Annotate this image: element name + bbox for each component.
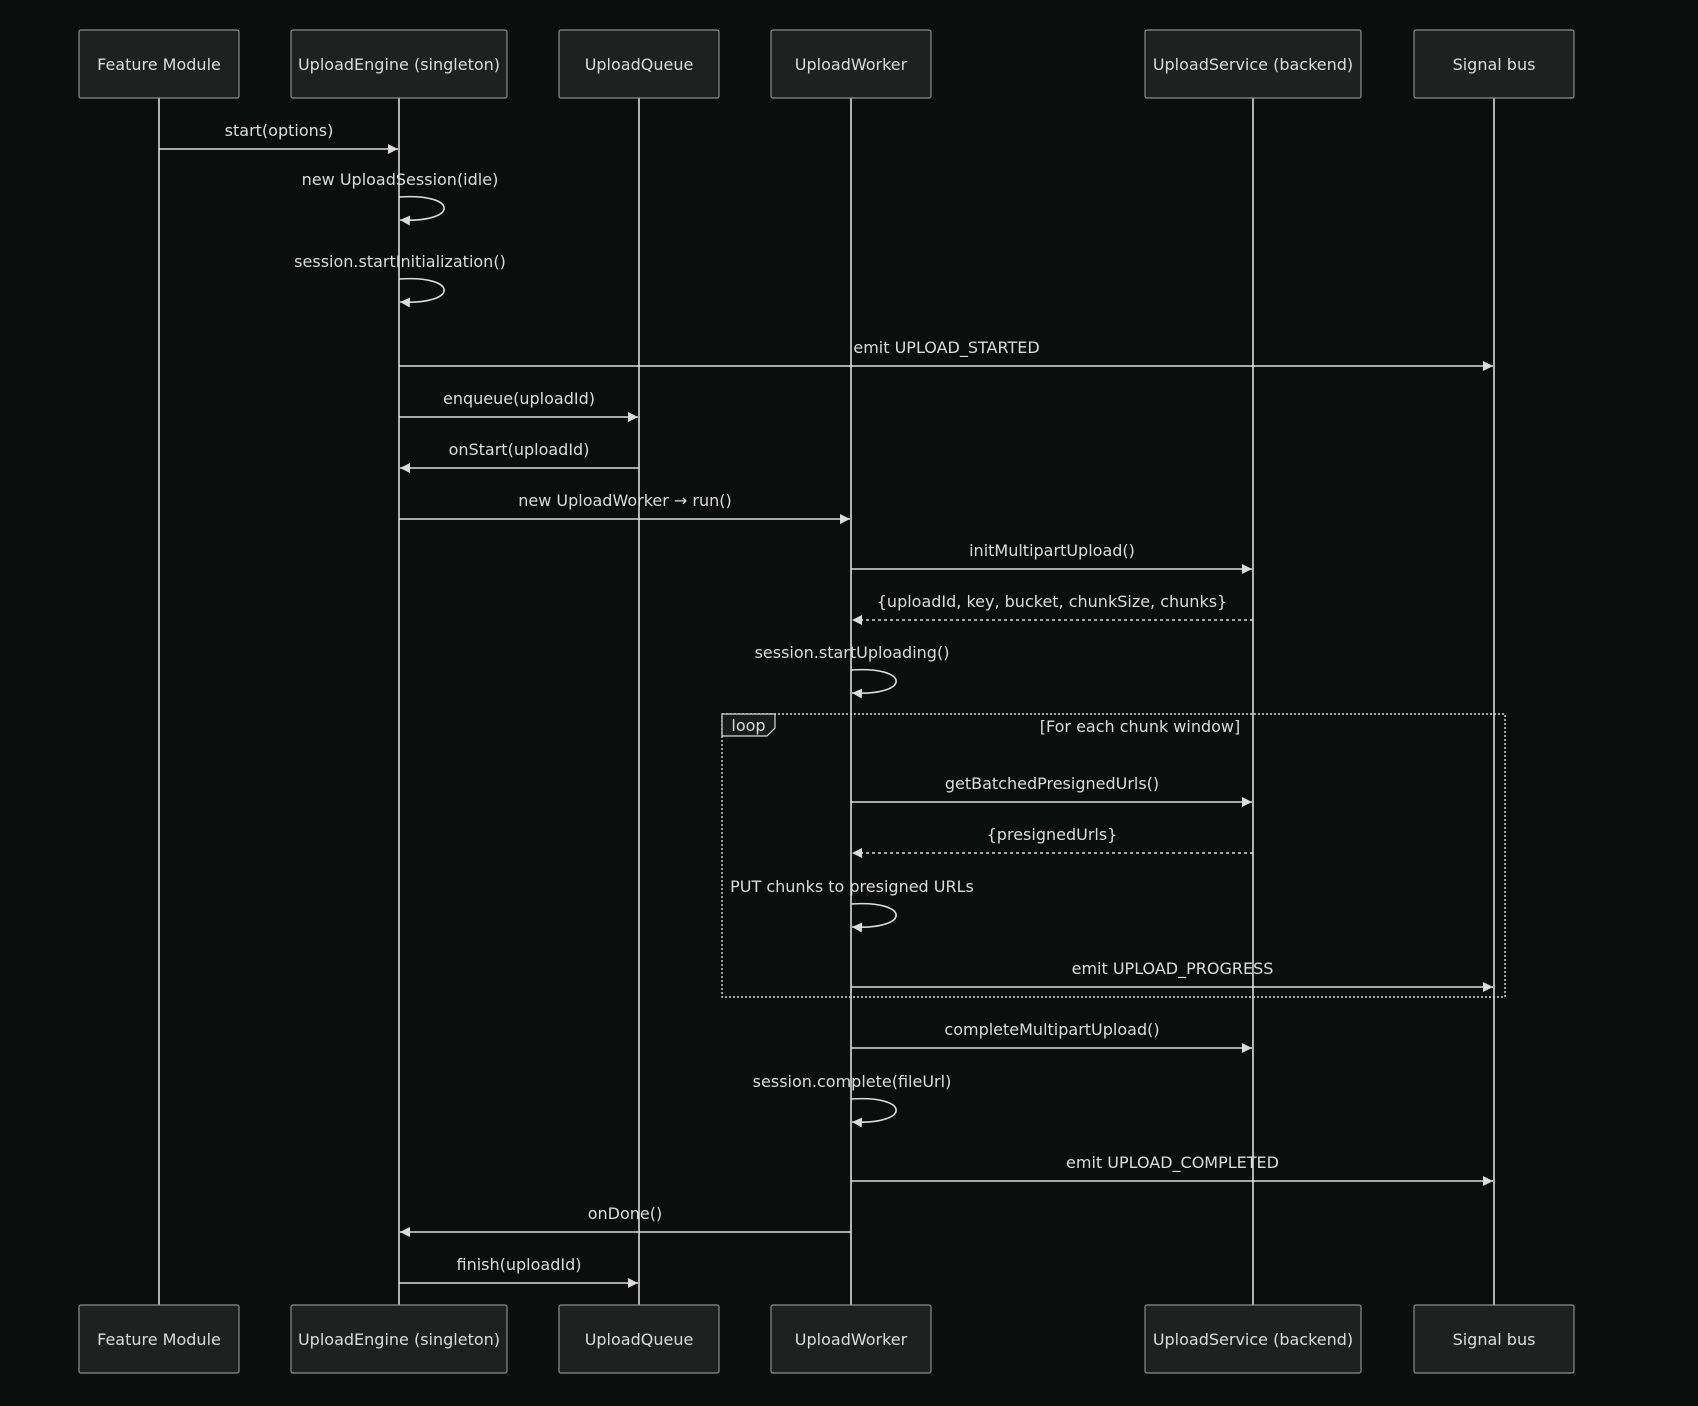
participant-box-uw-bottom[interactable]: UploadWorker (770, 1304, 932, 1374)
participant-box-us-bottom[interactable]: UploadService (backend) (1144, 1304, 1362, 1374)
participant-box-us-top[interactable]: UploadService (backend) (1144, 29, 1362, 99)
participant-label: Signal bus (1453, 1330, 1536, 1349)
message-label: new UploadSession(idle) (302, 170, 499, 189)
participant-label: Signal bus (1453, 55, 1536, 74)
participant-label: UploadEngine (singleton) (298, 55, 500, 74)
message-15: completeMultipartUpload() (851, 1020, 1252, 1053)
message-label: getBatchedPresignedUrls() (945, 774, 1159, 793)
participant-box-sb-top[interactable]: Signal bus (1413, 29, 1575, 99)
participant-rect (558, 29, 720, 99)
self-message-arrow (398, 195, 445, 226)
participant-label: Feature Module (97, 55, 221, 74)
participant-rect (770, 1304, 932, 1374)
message-label: enqueue(uploadId) (443, 389, 595, 408)
message-label: session.startUploading() (755, 643, 950, 662)
message-label: emit UPLOAD_PROGRESS (1072, 959, 1274, 979)
participant-box-uw-top[interactable]: UploadWorker (770, 29, 932, 99)
participant-label: UploadService (backend) (1153, 55, 1353, 74)
message-12: {presignedUrls} (852, 825, 1253, 858)
message-14: emit UPLOAD_PROGRESS (851, 959, 1493, 992)
participant-rect (290, 29, 508, 99)
message-18: onDone() (400, 1204, 851, 1237)
message-label: start(options) (225, 121, 334, 140)
message-label: onDone() (588, 1204, 663, 1223)
message-label: session.complete(fileUrl) (753, 1072, 952, 1091)
loop-border (721, 713, 1506, 998)
message-4: emit UPLOAD_STARTED (399, 338, 1493, 371)
self-message-arrow (398, 277, 445, 308)
message-7: new UploadWorker → run() (399, 491, 850, 524)
message-19: finish(uploadId) (399, 1255, 638, 1288)
message-11: getBatchedPresignedUrls() (851, 774, 1252, 807)
message-label: onStart(uploadId) (449, 440, 590, 459)
participant-box-uq-top[interactable]: UploadQueue (558, 29, 720, 99)
message-label: {uploadId, key, bucket, chunkSize, chunk… (877, 592, 1227, 611)
message-10: session.startUploading() (755, 643, 950, 699)
message-6: onStart(uploadId) (400, 440, 639, 473)
message-8: initMultipartUpload() (851, 541, 1252, 574)
message-3: session.startInitialization() (294, 252, 506, 308)
participant-box-uq-bottom[interactable]: UploadQueue (558, 1304, 720, 1374)
participant-label: UploadQueue (585, 1330, 694, 1349)
loop-condition: [For each chunk window] (1040, 717, 1241, 736)
participant-box-fm-top[interactable]: Feature Module (78, 29, 240, 99)
self-message-arrow (850, 1097, 897, 1128)
self-message-arrow (850, 902, 897, 933)
message-label: emit UPLOAD_STARTED (853, 338, 1039, 358)
message-17: emit UPLOAD_COMPLETED (851, 1153, 1493, 1186)
participant-rect (1413, 29, 1575, 99)
message-label: completeMultipartUpload() (944, 1020, 1159, 1039)
participant-label: Feature Module (97, 1330, 221, 1349)
participant-rect (770, 29, 932, 99)
message-1: start(options) (159, 121, 398, 154)
participant-rect (1413, 1304, 1575, 1374)
participant-label: UploadQueue (585, 55, 694, 74)
message-2: new UploadSession(idle) (302, 170, 499, 226)
message-label: {presignedUrls} (987, 825, 1118, 844)
participant-label: UploadEngine (singleton) (298, 1330, 500, 1349)
loop-tag-label: loop (731, 716, 765, 735)
message-13: PUT chunks to presigned URLs (730, 877, 974, 933)
message-label: PUT chunks to presigned URLs (730, 877, 974, 896)
participant-label: UploadWorker (795, 55, 908, 74)
participant-rect (78, 29, 240, 99)
loop-tag-box (721, 713, 776, 737)
self-message-arrow (850, 668, 897, 699)
participant-rect (1144, 29, 1362, 99)
participant-rect (290, 1304, 508, 1374)
message-5: enqueue(uploadId) (399, 389, 638, 422)
participant-label: UploadService (backend) (1153, 1330, 1353, 1349)
participant-rect (78, 1304, 240, 1374)
message-label: new UploadWorker → run() (518, 491, 732, 510)
message-label: session.startInitialization() (294, 252, 506, 271)
message-label: finish(uploadId) (457, 1255, 582, 1274)
participant-box-ue-top[interactable]: UploadEngine (singleton) (290, 29, 508, 99)
loop-frame: loop [For each chunk window] (721, 713, 1506, 998)
message-label: initMultipartUpload() (969, 541, 1135, 560)
participant-box-sb-bottom[interactable]: Signal bus (1413, 1304, 1575, 1374)
participant-box-ue-bottom[interactable]: UploadEngine (singleton) (290, 1304, 508, 1374)
participant-rect (1144, 1304, 1362, 1374)
message-9: {uploadId, key, bucket, chunkSize, chunk… (852, 592, 1253, 625)
participant-box-fm-bottom[interactable]: Feature Module (78, 1304, 240, 1374)
participant-label: UploadWorker (795, 1330, 908, 1349)
message-16: session.complete(fileUrl) (753, 1072, 952, 1128)
participant-rect (558, 1304, 720, 1374)
message-label: emit UPLOAD_COMPLETED (1066, 1153, 1279, 1173)
